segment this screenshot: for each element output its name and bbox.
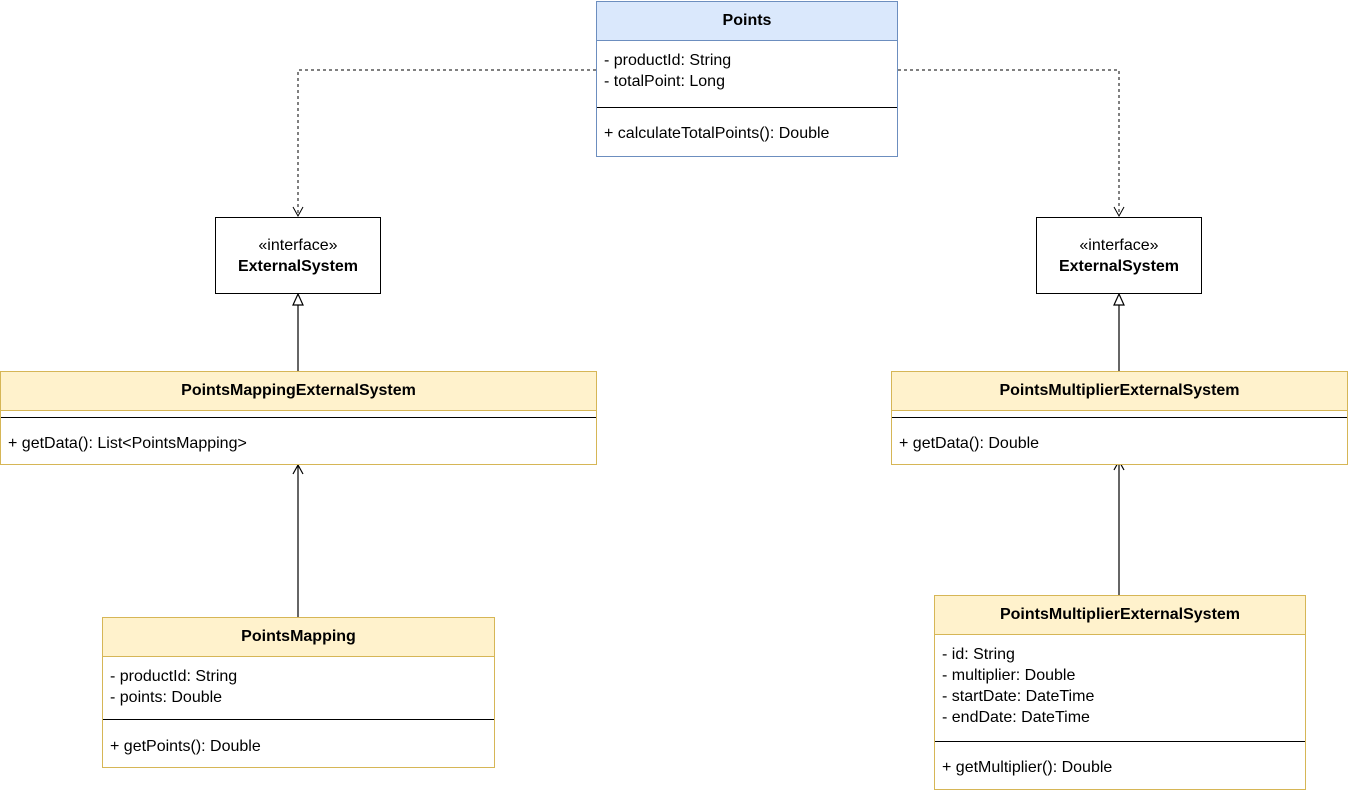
interface-stereotype: «interface» [1079,237,1159,254]
interface-name: ExternalSystem [237,258,359,275]
points-operations: + calculateTotalPoints(): Double [597,108,897,144]
points-multiplier-class[interactable]: PointsMultiplierExternalSystem - id: Str… [934,595,1306,790]
interface-stereotype: «interface» [258,237,338,254]
realization-arrow-right [1113,292,1125,371]
attributes-divider [892,417,1347,418]
attribute: - multiplier: Double [942,667,1076,684]
attributes-divider [1,417,596,418]
attribute: - productId: String [110,668,238,685]
operation: + getPoints(): Double [110,738,261,755]
attribute: - id: String [942,646,1015,663]
operation: + getMultiplier(): Double [942,759,1113,776]
points-mapping-external-system-name: PointsMappingExternalSystem [1,372,596,411]
association-arrow-left [292,463,304,617]
association-arrow-right [1113,459,1125,595]
points-multiplier-name: PointsMultiplierExternalSystem [935,596,1305,635]
external-system-interface-right[interactable]: «interface» ExternalSystem [1036,217,1202,294]
dependency-arrow-left [292,69,596,218]
attribute: - endDate: DateTime [942,709,1090,726]
points-mapping-external-system-operations: + getData(): List<PointsMapping> [1,418,596,454]
points-mapping-name: PointsMapping [103,618,494,657]
operation: + calculateTotalPoints(): Double [604,125,830,142]
points-multiplier-external-system-class[interactable]: PointsMultiplierExternalSystem + getData… [891,371,1348,465]
attribute: - totalPoint: Long [604,73,725,90]
points-multiplier-operations: + getMultiplier(): Double [935,742,1305,778]
points-multiplier-external-system-name: PointsMultiplierExternalSystem [892,372,1347,411]
operation: + getData(): Double [899,435,1040,452]
attribute: - productId: String [604,52,732,69]
points-mapping-external-system-class[interactable]: PointsMappingExternalSystem + getData():… [0,371,597,465]
attribute: - startDate: DateTime [942,688,1095,705]
realization-arrow-left [292,292,304,371]
points-mapping-attributes: - productId: String - points: Double [103,657,494,720]
attribute: - points: Double [110,689,223,706]
points-multiplier-external-system-operations: + getData(): Double [892,418,1347,454]
external-system-interface-left[interactable]: «interface» ExternalSystem [215,217,381,294]
points-multiplier-attributes: - id: String - multiplier: Double - star… [935,635,1305,742]
points-attributes: - productId: String - totalPoint: Long [597,41,897,108]
points-mapping-operations: + getPoints(): Double [103,720,494,757]
points-class[interactable]: Points - productId: String - totalPoint:… [596,1,898,157]
points-mapping-class[interactable]: PointsMapping - productId: String - poin… [102,617,495,768]
operation: + getData(): List<PointsMapping> [8,435,247,452]
interface-name: ExternalSystem [1058,258,1180,275]
dependency-arrow-right [898,69,1125,218]
points-class-name: Points [597,2,897,41]
